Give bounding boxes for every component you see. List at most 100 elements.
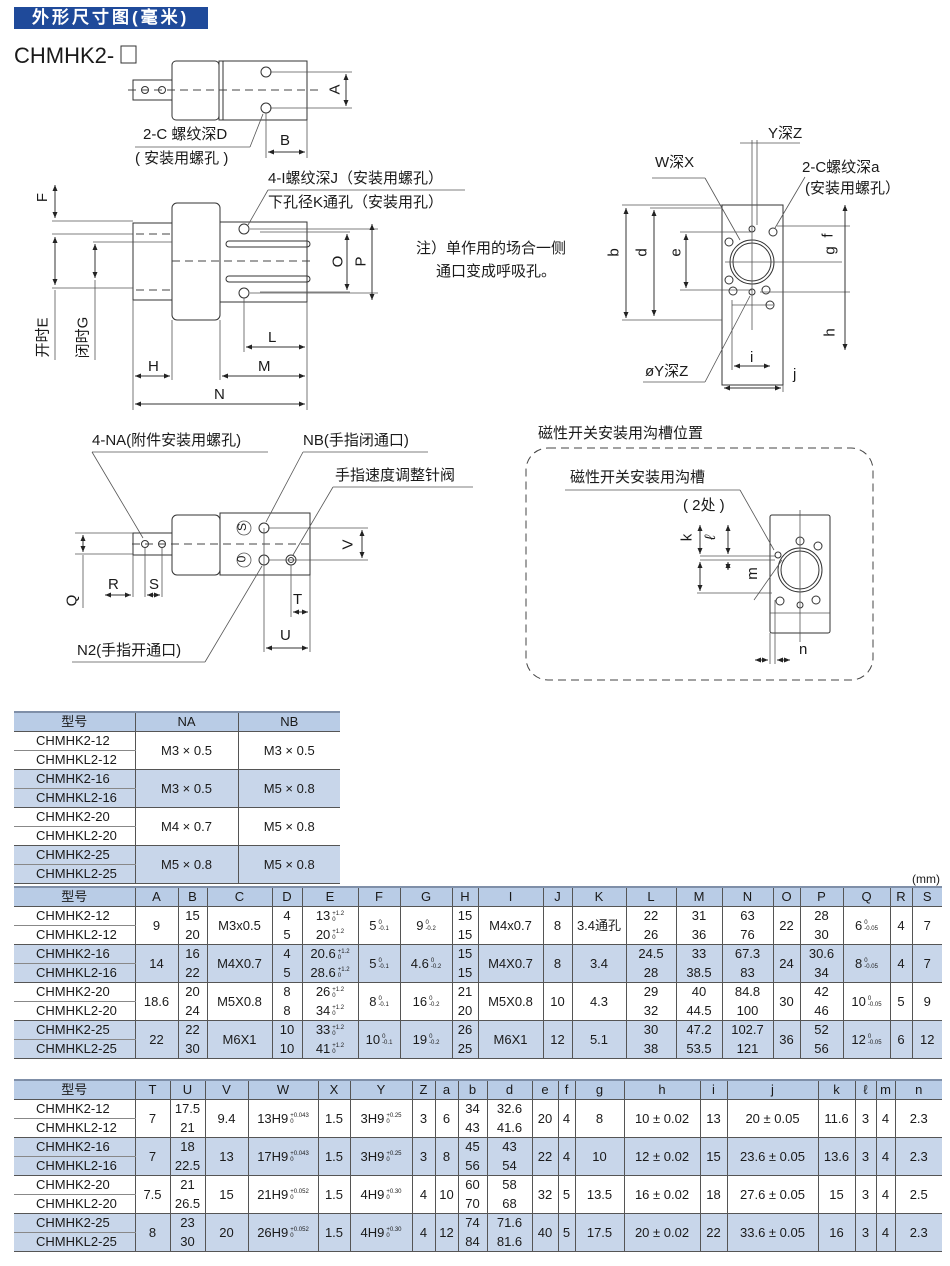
tolerance-upper: +1.2 — [332, 986, 345, 993]
cell: M5 × 0.8 — [134, 845, 238, 884]
unit-label: (mm) — [912, 872, 940, 886]
dim-g: g — [821, 246, 839, 255]
dim-P: P — [352, 256, 370, 267]
cell: 43 — [457, 1118, 487, 1138]
table-row: CHMHKL2-12 — [14, 750, 340, 770]
cell: 5 — [557, 1213, 575, 1252]
cell: 12 — [542, 1020, 572, 1059]
cell: 74 — [457, 1213, 487, 1233]
value: 5 — [369, 917, 377, 933]
cell: 53.5 — [675, 1039, 722, 1059]
dim-O: O — [329, 255, 347, 268]
tolerance-lower: 0 — [290, 1119, 294, 1126]
cell: 17.5 — [574, 1213, 624, 1252]
dim-f: f — [819, 233, 837, 238]
value: 9 — [416, 917, 424, 933]
tolerance: 0-0.05 — [868, 1034, 882, 1046]
model-cell: CHMHK2-20 — [14, 807, 135, 827]
cell: 29 — [625, 982, 676, 1002]
value: 8 — [855, 955, 863, 971]
value: 20 — [315, 926, 331, 942]
column-header: a — [434, 1079, 458, 1100]
cell: 42 — [799, 982, 843, 1002]
tolerance-lower: 0 — [290, 1233, 294, 1240]
cell: 4 — [557, 1137, 575, 1176]
cell: 58 — [486, 1175, 532, 1195]
arrowhead — [302, 609, 308, 615]
value: 20.6 — [310, 946, 336, 962]
dim-B: B — [280, 132, 291, 149]
column-header: 型号 — [14, 1079, 135, 1100]
value: 17H9 — [257, 1148, 289, 1164]
cell: 9 — [134, 906, 178, 945]
arrowhead — [725, 548, 731, 554]
cell: M3 × 0.5 — [237, 731, 340, 770]
model-label: CHMHK2- — [14, 43, 115, 68]
model-cell: CHMHK2-20 — [14, 1175, 135, 1195]
tolerance-upper: 0 — [378, 996, 382, 1003]
cell: 84 — [457, 1232, 487, 1252]
tolerance-upper: +1.2 — [332, 929, 345, 936]
arrowhead — [164, 373, 170, 379]
cell: 10 — [434, 1175, 458, 1214]
cell: 67.3 — [721, 944, 773, 964]
dim-e: e — [667, 248, 685, 257]
cell: 26 — [625, 925, 676, 945]
cell: 2.3 — [894, 1213, 942, 1252]
cell: 4 — [271, 906, 302, 926]
tolerance-upper: 0 — [867, 1034, 872, 1041]
value: 3H9 — [360, 1110, 385, 1126]
cell: 13 — [204, 1137, 248, 1176]
dim-h: h — [821, 328, 839, 337]
tolerance-upper: 0 — [864, 958, 868, 965]
value: 4H9 — [360, 1224, 385, 1240]
cell: 12 ± 0.02 — [623, 1137, 700, 1176]
cell: 15 — [451, 906, 478, 926]
cell: 24 — [177, 1001, 207, 1021]
cell: 14 — [134, 944, 178, 983]
cell: 12 — [911, 1020, 942, 1059]
column-header: O — [772, 886, 800, 907]
cell: 4 — [875, 1213, 895, 1252]
cell: 23.6 ± 0.05 — [726, 1137, 818, 1176]
model-cell: CHMHKL2-20 — [14, 1001, 135, 1021]
table-row: CHMHKL2-20 — [14, 826, 340, 846]
tolerance-lower: 0 — [332, 1011, 336, 1018]
dim-U: U — [280, 627, 291, 644]
cell: 46 — [799, 1001, 843, 1021]
value: 13H9 — [257, 1110, 289, 1126]
arrowhead — [52, 279, 58, 285]
cell: 5.1 — [571, 1020, 626, 1059]
cell: 8 — [574, 1099, 624, 1138]
arrowhead — [697, 562, 703, 568]
arrowhead — [784, 657, 790, 663]
cell: 8 — [542, 906, 572, 945]
tolerance-upper: +1.2 — [337, 967, 350, 974]
i-thread-label: 4-I螺纹深J（安装用螺孔） — [268, 170, 444, 187]
tolerance-lower: -0.05 — [867, 1040, 882, 1047]
arrowhead — [777, 657, 783, 663]
cell: 70 — [457, 1194, 487, 1214]
cell: 20 — [177, 925, 207, 945]
cell: 3.4 — [571, 944, 626, 983]
cell: 27.6 ± 0.05 — [726, 1175, 818, 1214]
tolerance-lower: -0.05 — [864, 926, 878, 933]
arrowhead — [52, 237, 58, 243]
port-mark-s: S — [235, 522, 250, 532]
model-cell: CHMHKL2-12 — [14, 925, 135, 945]
dimension-drawings — [52, 45, 874, 681]
arrowhead — [697, 585, 703, 591]
